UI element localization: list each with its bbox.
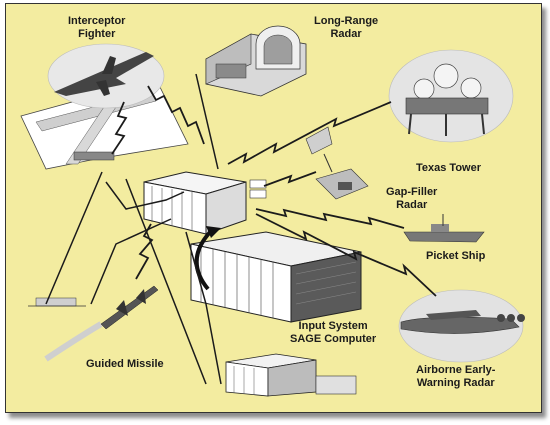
direction-center-building	[144, 172, 266, 234]
label-long-range-radar: Long-RangeRadar	[314, 15, 378, 41]
missile-site	[28, 298, 86, 306]
texas-tower-image	[389, 50, 513, 142]
guided-missile-image	[46, 286, 158, 359]
diagram-artwork	[6, 4, 541, 412]
gap-filler-radar-image	[306, 127, 368, 199]
label-airborne-early-warning: Airborne Early-Warning Radar	[416, 364, 495, 390]
long-range-radar-image	[206, 26, 306, 96]
label-texas-tower: Texas Tower	[416, 162, 481, 175]
label-interceptor-fighter: InterceptorFighter	[68, 15, 125, 41]
interceptor-fighter-image	[48, 44, 164, 108]
label-guided-missile: Guided Missile	[86, 358, 164, 371]
label-picket-ship: Picket Ship	[426, 250, 485, 263]
input-system-building	[226, 354, 356, 396]
airborne-early-warning-image	[399, 290, 525, 362]
picket-ship-image	[404, 214, 484, 242]
sage-computer-image	[191, 226, 361, 322]
sage-diagram: InterceptorFighter Long-RangeRadar Texas…	[5, 3, 542, 413]
label-gap-filler-radar: Gap-FillerRadar	[386, 186, 437, 212]
label-input-system-sage: Input SystemSAGE Computer	[290, 320, 376, 346]
